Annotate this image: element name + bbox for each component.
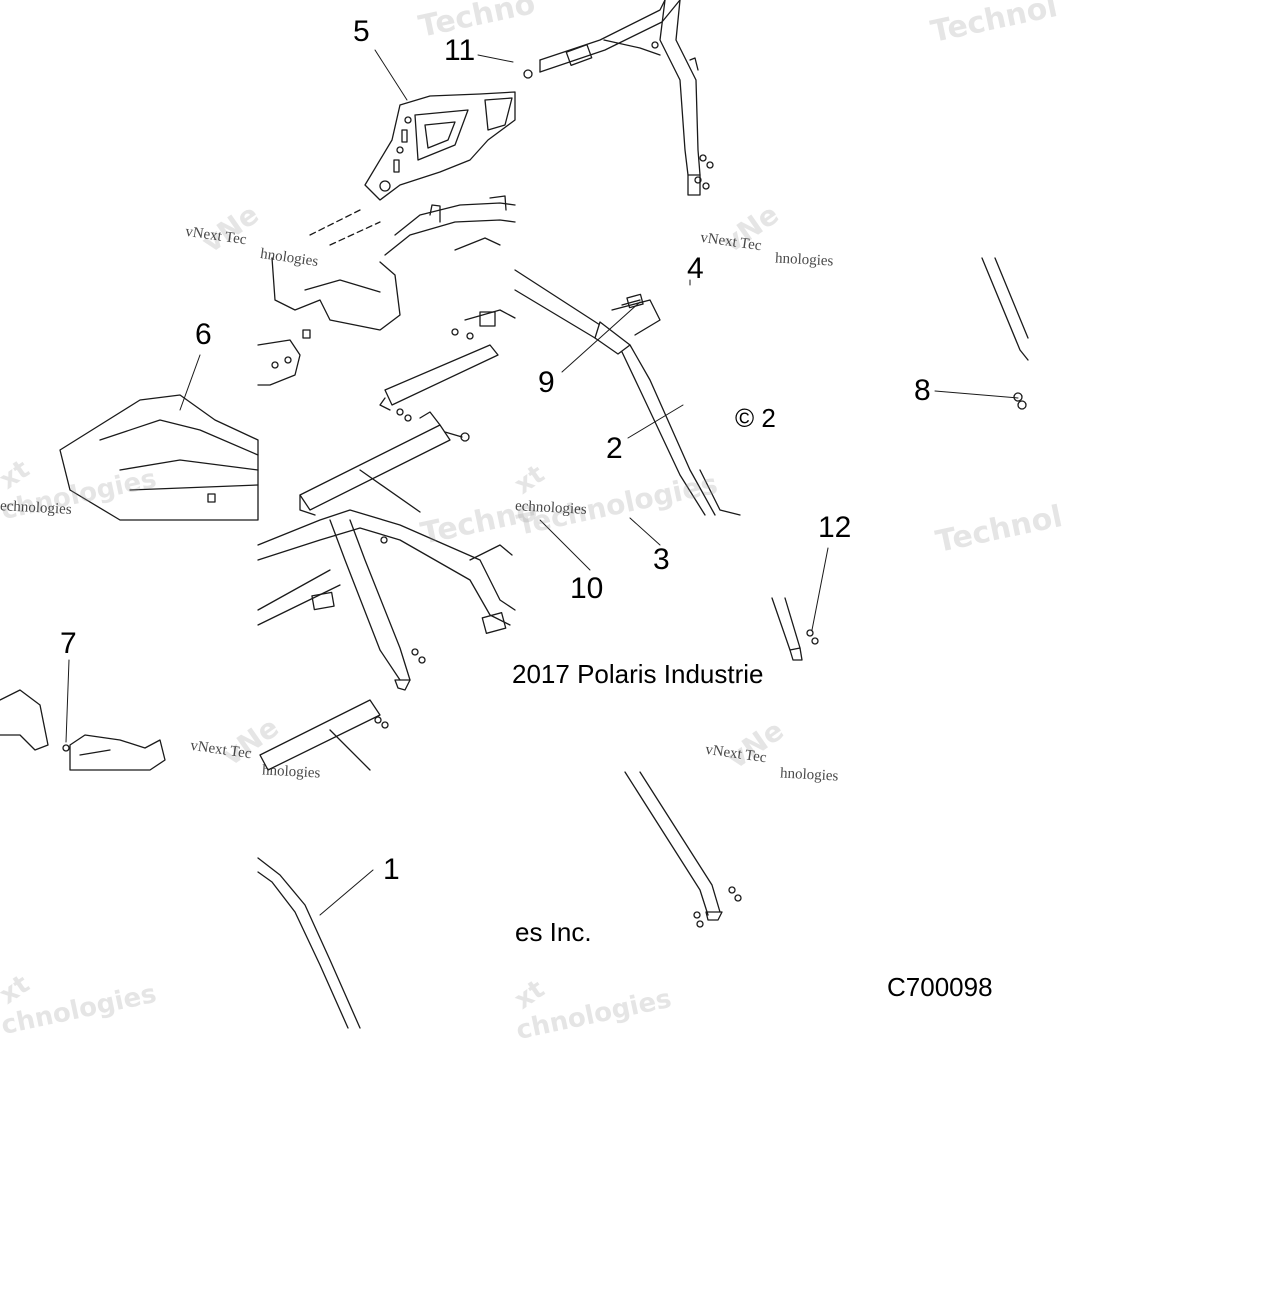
leader-lines (65, 49, 1019, 916)
part-8-tube (981, 257, 1029, 410)
part-upper-panel (271, 257, 401, 339)
watermark-brand-6: hnologies (261, 762, 321, 782)
callout-8: 8 (914, 374, 931, 407)
callout-10: 10 (570, 572, 604, 605)
part-2-leg (624, 771, 742, 928)
watermark-brand-4: hnologies (774, 250, 834, 270)
callout-3: 3 (653, 543, 670, 576)
watermark-brand-9: echnologies (0, 498, 73, 518)
callout-4: 4 (687, 252, 704, 285)
part-upper-tube (379, 309, 516, 422)
copyright-text-line2: es Inc. (515, 917, 592, 947)
callout-6: 6 (195, 318, 212, 351)
blank-area (0, 1030, 1285, 1285)
part-5-bracket (309, 91, 516, 246)
part-side-bracket (257, 339, 301, 386)
part-lower-frame (257, 509, 516, 691)
part-code: C700098 (887, 972, 993, 1002)
callout-5: 5 (353, 15, 370, 48)
callout-1: 1 (383, 853, 400, 886)
part-5-frame-lower (384, 195, 516, 256)
callout-12: 12 (818, 511, 852, 544)
part-11-crossbar (523, 0, 714, 196)
part-12-tube-end (771, 597, 819, 661)
copyright-text-line1: 2017 Polaris Industrie (512, 659, 764, 689)
part-lower-tube (259, 699, 389, 771)
part-6-panel (59, 394, 259, 521)
part-1-tube (257, 857, 361, 1029)
part-cross-tube (299, 411, 470, 516)
callout-11: 11 (444, 34, 476, 67)
callout-7: 7 (60, 627, 77, 660)
watermark-brand-8: hnologies (779, 765, 839, 785)
callout-9: 9 (538, 366, 555, 399)
copyright-symbol-fragment: © 2 (735, 403, 776, 433)
part-7-bracket (0, 689, 166, 771)
callout-2: 2 (606, 432, 623, 465)
